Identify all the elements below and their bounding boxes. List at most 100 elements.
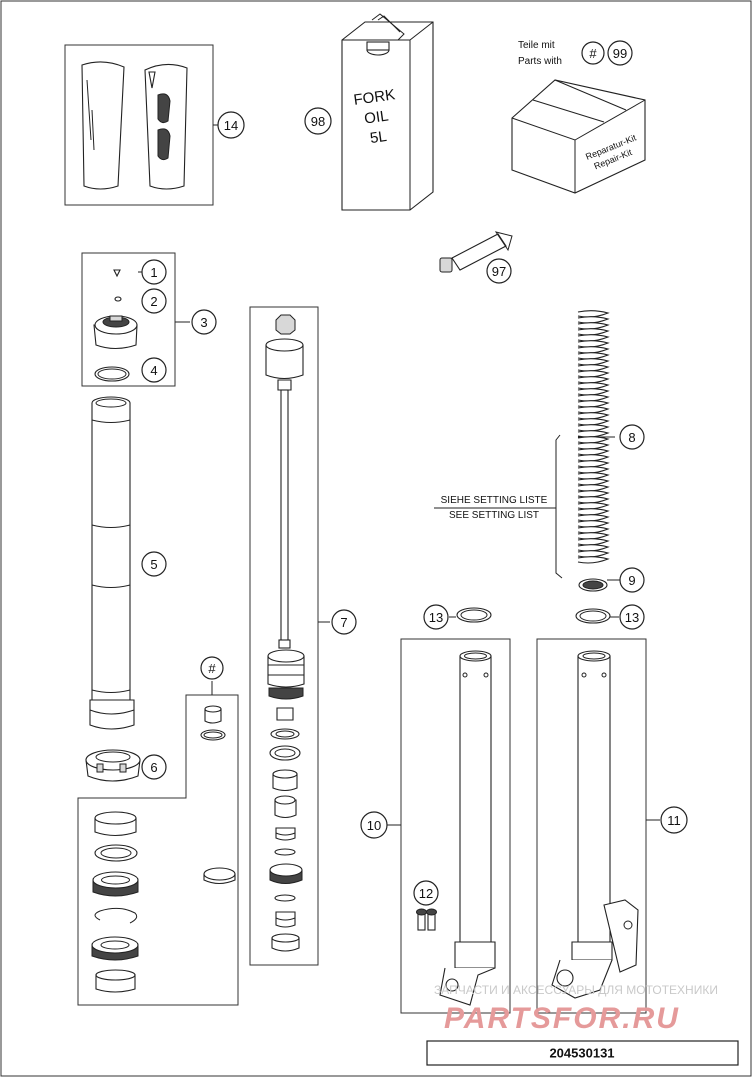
- setting-line-1: SIEHE SETTING LISTE: [441, 495, 548, 506]
- callout-label: 7: [340, 615, 347, 630]
- part-group-11: [536, 638, 660, 1014]
- callout-c99[interactable]: 99: [607, 40, 633, 66]
- callout-circle: [304, 107, 332, 135]
- spring-coil: [577, 460, 610, 468]
- spring-coil: [577, 526, 610, 534]
- callout-c4[interactable]: 4: [141, 357, 167, 383]
- callout-c10[interactable]: 10: [360, 811, 388, 839]
- callout-c14[interactable]: 14: [217, 111, 245, 139]
- spring-coil: [577, 454, 610, 462]
- spring-coil: [577, 532, 610, 540]
- spring-coil: [577, 382, 610, 390]
- bushing-right[interactable]: [203, 867, 236, 885]
- part-9-spring-retainer[interactable]: [578, 578, 620, 592]
- callout-c2[interactable]: 2: [141, 288, 167, 314]
- callout-c5[interactable]: 5: [141, 551, 167, 577]
- part-13-seal-ring-right[interactable]: [575, 608, 619, 624]
- callout-c98[interactable]: 98: [304, 107, 332, 135]
- part-10-inner-tube-left[interactable]: [439, 650, 496, 1006]
- part-group-10: [387, 638, 511, 1014]
- washer-hash[interactable]: [94, 844, 138, 862]
- callout-circle: [191, 309, 217, 335]
- spring-coil: [577, 418, 610, 426]
- callout-label: 1: [150, 265, 157, 280]
- seal-lower[interactable]: [91, 936, 139, 961]
- callout-label: 13: [429, 610, 443, 625]
- spring-coil: [577, 448, 610, 456]
- watermark-line-1: ЗАПЧАСТИ И АКСЕССУАРЫ ДЛЯ МОТОТЕХНИКИ: [434, 983, 718, 997]
- bushing-small[interactable]: [204, 705, 222, 724]
- spring-coil: [577, 352, 610, 360]
- callout-c1[interactable]: 1: [141, 259, 167, 285]
- part-13-seal-ring-left[interactable]: [449, 607, 492, 623]
- callout-circle: [619, 604, 645, 630]
- callout-c3[interactable]: 3: [191, 309, 217, 335]
- seal-upper[interactable]: [92, 871, 139, 897]
- spring-coil: [577, 364, 610, 372]
- callout-c11[interactable]: 11: [660, 806, 688, 834]
- spring-coil: [577, 328, 610, 336]
- part-4-o-ring[interactable]: [94, 366, 130, 382]
- callout-hash-legend[interactable]: #: [581, 41, 605, 65]
- spring-coil: [577, 310, 610, 318]
- callout-c6[interactable]: 6: [141, 754, 167, 780]
- part-97-grease-tube[interactable]: [439, 231, 513, 273]
- callout-c12[interactable]: 12: [413, 880, 439, 906]
- part-14-fork-guards[interactable]: [64, 44, 218, 206]
- spring-coil: [577, 490, 610, 498]
- callout-circle: [413, 880, 439, 906]
- legend-line-1: Teile mit: [518, 40, 555, 51]
- callout-hash-group[interactable]: #: [200, 656, 224, 680]
- part-98-fork-oil-can[interactable]: FORK OIL 5L: [341, 13, 434, 211]
- callout-c8[interactable]: 8: [619, 424, 645, 450]
- spring-coil: [577, 346, 610, 354]
- callout-circle: [141, 551, 167, 577]
- part-3-top-cap[interactable]: [93, 315, 138, 350]
- spring-coil: [577, 334, 610, 342]
- spring-coil: [577, 406, 610, 414]
- spring-coil: [577, 322, 610, 330]
- part-1-screw[interactable]: [113, 269, 146, 278]
- spring-coil: [577, 508, 610, 516]
- part-5-outer-tube[interactable]: [89, 396, 135, 730]
- part-2-o-ring-small[interactable]: [114, 296, 122, 302]
- callout-label: 5: [150, 557, 157, 572]
- callout-c7[interactable]: 7: [331, 609, 357, 635]
- spring-coil: [577, 400, 610, 408]
- part-11-inner-tube-right[interactable]: [551, 650, 639, 999]
- bushing-bottom[interactable]: [95, 969, 136, 993]
- part-7-cartridge[interactable]: [265, 314, 305, 952]
- part-8-spring[interactable]: [555, 310, 615, 579]
- callout-circle: [660, 806, 688, 834]
- bushing-large[interactable]: [94, 811, 137, 837]
- spring-coil: [577, 376, 610, 384]
- callout-c13b[interactable]: 13: [619, 604, 645, 630]
- circlip[interactable]: [94, 907, 138, 924]
- part-12-bolts[interactable]: [416, 908, 437, 931]
- callout-circle: [141, 357, 167, 383]
- document-number: 204530131: [549, 1046, 614, 1061]
- setting-note: SIEHE SETTING LISTE SEE SETTING LIST: [434, 495, 556, 521]
- spring-coil: [577, 514, 610, 522]
- part-6-ring-nut[interactable]: [85, 749, 141, 782]
- setting-line-2: SEE SETTING LIST: [449, 510, 539, 521]
- o-ring-hash-1[interactable]: [200, 729, 226, 741]
- spring-coil: [577, 472, 610, 480]
- spring-coil: [577, 466, 610, 474]
- spring-coil: [577, 340, 610, 348]
- spring-coil: [577, 358, 610, 366]
- spring-coil: [577, 316, 610, 324]
- part-99-repair-kit[interactable]: Reparatur-Kit Repair-Kit: [511, 79, 646, 194]
- callout-c13a[interactable]: 13: [423, 604, 449, 630]
- spring-coil: [577, 436, 610, 444]
- legend-line-2: Parts with: [518, 56, 562, 67]
- callout-c9[interactable]: 9: [619, 567, 645, 593]
- spring-coil: [577, 550, 610, 558]
- callout-c97[interactable]: 97: [486, 258, 512, 284]
- spring-coil: [577, 424, 610, 432]
- callout-circle: [607, 40, 633, 66]
- spring-coil: [577, 502, 610, 510]
